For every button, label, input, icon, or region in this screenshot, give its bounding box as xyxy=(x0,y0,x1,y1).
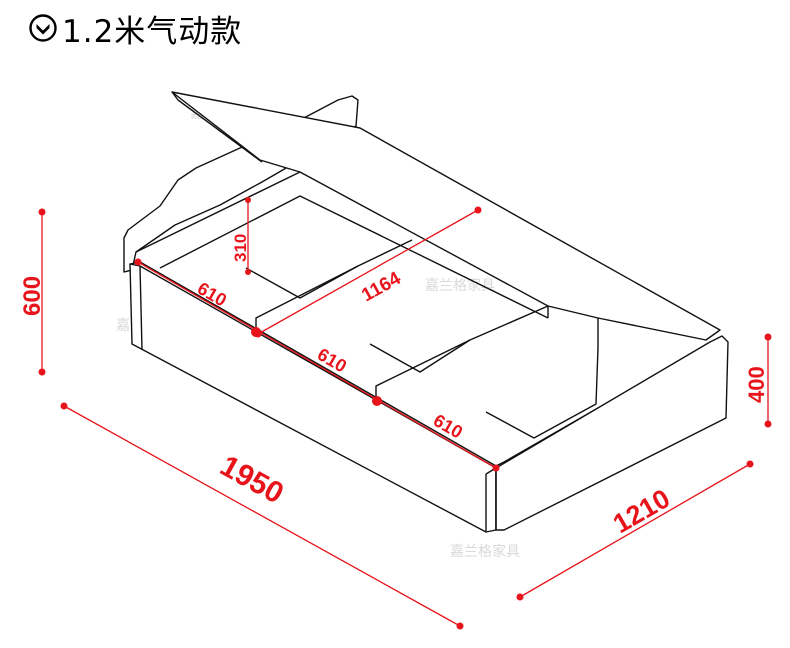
inner-back-wall xyxy=(159,195,549,319)
dim-1210-end-a xyxy=(516,593,524,601)
front-side-panel xyxy=(129,263,497,533)
dim-600-end-bottom xyxy=(38,368,46,376)
lifted-lid xyxy=(171,91,721,341)
dim-600-label: 600 xyxy=(19,276,46,316)
dim-1950-line xyxy=(63,405,461,627)
watermark-bottom: 嘉兰格家具 xyxy=(450,543,520,560)
divider-2 xyxy=(375,305,549,398)
dim-600-end-top xyxy=(38,208,46,216)
dim-1950-end-b xyxy=(456,622,464,630)
lid-edge xyxy=(171,91,263,163)
page-title: 1.2米气动款 xyxy=(62,13,243,50)
dim-1164-end-b xyxy=(474,206,482,214)
dim-1210-line xyxy=(519,463,751,598)
dim-1210-end-b xyxy=(746,460,754,468)
dim-610-end-4 xyxy=(492,464,500,472)
dim-400-end-top xyxy=(764,333,772,341)
page-header: 1.2米气动款 xyxy=(28,8,243,50)
divider-1 xyxy=(255,239,413,332)
dim-1950-end-a xyxy=(60,402,68,410)
watermark-middle-right: 嘉兰格家具 xyxy=(425,277,495,294)
dim-310-end-top xyxy=(245,197,251,203)
dim-610-end-3 xyxy=(372,396,382,406)
front-side-panel-edge xyxy=(139,265,143,351)
dim-400-label: 400 xyxy=(744,366,769,403)
dim-1210-label: 1210 xyxy=(608,483,675,539)
dim-310-end-bottom xyxy=(245,269,251,275)
dim-1950-label: 1950 xyxy=(215,449,289,510)
divider-floor-lines xyxy=(245,265,599,439)
dim-610-end-2 xyxy=(251,327,261,337)
dim-610-line xyxy=(137,261,497,469)
dim-1164-line xyxy=(257,209,479,335)
circled-chevron-down-icon xyxy=(29,14,57,42)
dim-310-label: 310 xyxy=(231,234,250,262)
dim-400-end-bottom xyxy=(764,420,772,428)
foot-panel xyxy=(495,335,729,531)
dim-610-end-1 xyxy=(134,258,142,266)
